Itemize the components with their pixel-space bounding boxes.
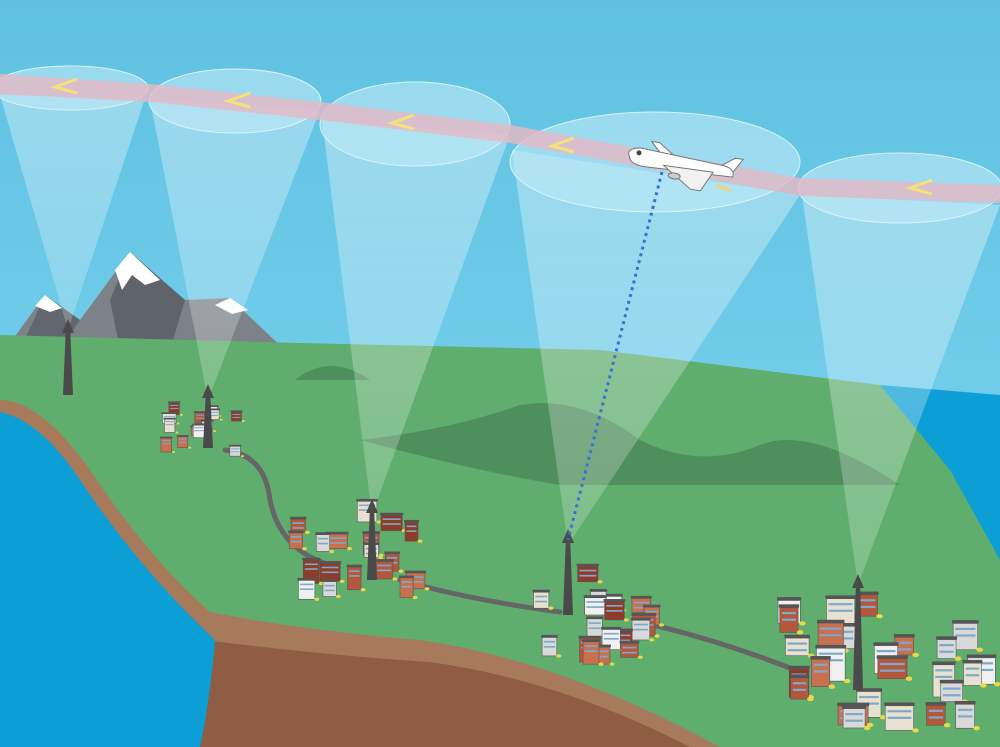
chevron-left-icon <box>387 113 415 131</box>
building-icon <box>952 620 983 652</box>
tower-icon <box>366 499 378 580</box>
building-icon <box>380 512 407 533</box>
building-icon <box>789 674 814 702</box>
building-icon <box>374 559 398 581</box>
chevron-left-icon <box>223 91 251 109</box>
building-icon <box>603 599 629 622</box>
building-icon <box>532 589 554 610</box>
building-icon <box>288 530 307 551</box>
building-icon <box>876 655 913 681</box>
building-icon <box>576 563 603 584</box>
building-icon <box>321 579 341 599</box>
beam-1 <box>0 95 145 330</box>
chevron-left-icon <box>905 178 933 196</box>
building-icon <box>176 435 192 449</box>
building-icon <box>346 564 366 592</box>
building-icon <box>207 408 223 421</box>
building-icon <box>315 532 335 554</box>
air-ground-link <box>566 171 664 541</box>
building-icon <box>163 417 179 434</box>
building-icon <box>936 636 962 661</box>
building-icon <box>884 702 919 733</box>
building-icon <box>855 591 883 619</box>
building-icon <box>297 577 320 601</box>
building-icon <box>601 626 625 652</box>
building-icon <box>631 617 655 642</box>
building-icon <box>228 444 244 458</box>
building-icon <box>159 436 176 454</box>
ocean-left <box>0 412 215 747</box>
building-icon <box>319 561 345 583</box>
tower-icon <box>62 319 74 395</box>
town-4 <box>777 591 1000 733</box>
towns <box>159 401 1000 733</box>
chevron-left-icon <box>50 77 78 95</box>
tower-icon <box>562 529 574 615</box>
beam-4 <box>512 150 800 545</box>
building-icon <box>778 604 804 635</box>
building-icon <box>289 516 310 534</box>
town-2 <box>288 498 430 601</box>
building-icon <box>954 700 980 731</box>
building-icon <box>784 634 815 658</box>
building-icon <box>404 519 423 543</box>
direction-chevrons <box>50 77 933 196</box>
beam-2 <box>150 100 320 400</box>
building-icon <box>925 702 951 728</box>
building-icon <box>810 656 836 689</box>
building-icon <box>962 659 987 688</box>
coverage-beams <box>0 95 1000 585</box>
building-icon <box>541 634 562 658</box>
towers <box>62 319 864 690</box>
building-icon <box>939 679 968 704</box>
tower-icon <box>852 574 864 690</box>
tower-icon <box>202 384 214 448</box>
building-icon <box>399 575 418 600</box>
airplane-icon <box>628 140 745 193</box>
building-icon <box>842 705 871 731</box>
building-icon <box>582 639 604 666</box>
building-icon <box>619 640 643 660</box>
building-icon <box>302 557 324 586</box>
beam-3 <box>322 120 510 515</box>
building-icon <box>893 634 919 658</box>
chevron-left-icon <box>547 136 575 154</box>
building-icon <box>230 410 245 423</box>
cliff-lower <box>195 640 690 747</box>
beam-5 <box>802 195 1000 585</box>
town-3 <box>532 563 664 666</box>
